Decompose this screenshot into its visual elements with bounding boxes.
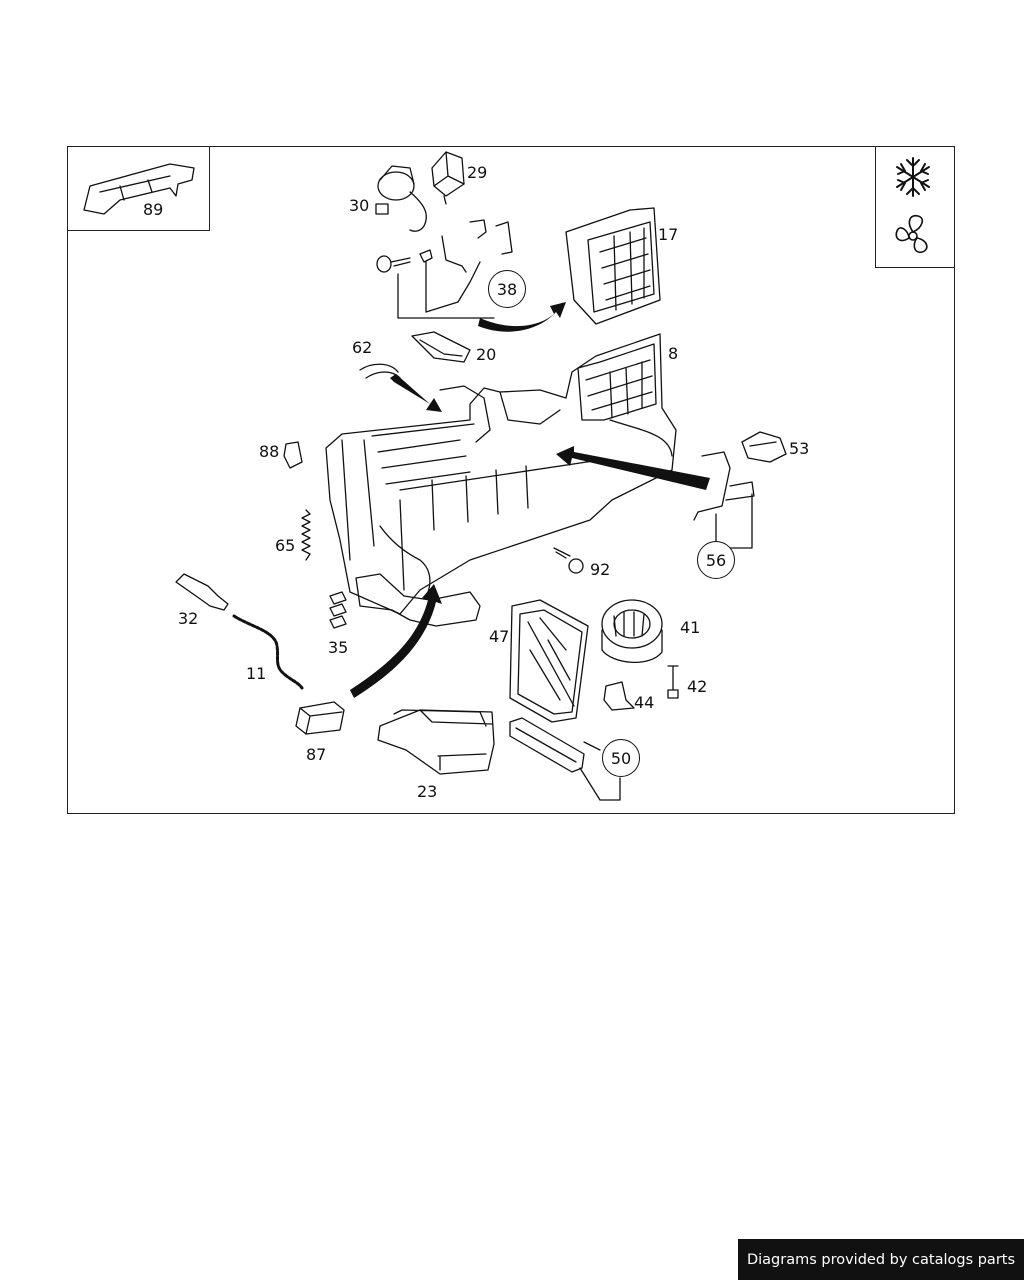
callout-88: 88 xyxy=(259,442,280,461)
callout-38: 38 xyxy=(488,270,526,308)
part-56-levers xyxy=(693,451,755,549)
footer-credit-badge: Diagrams provided by catalogs parts xyxy=(738,1239,1024,1280)
inset-box-89 xyxy=(67,146,210,231)
part-50-strip xyxy=(509,717,621,801)
callout-47: 47 xyxy=(489,627,510,646)
callout-17: 17 xyxy=(658,225,679,244)
part-35-clips xyxy=(329,591,347,629)
part-23-bracket xyxy=(377,709,495,775)
fan-icon xyxy=(895,214,928,254)
callout-62: 62 xyxy=(352,338,373,357)
callout-23: 23 xyxy=(417,782,438,801)
part-41-blower xyxy=(601,599,663,664)
callout-56: 56 xyxy=(697,541,735,579)
part-11-cable xyxy=(232,614,304,690)
part-88-clip xyxy=(283,441,303,469)
callout-30: 30 xyxy=(349,196,370,215)
part-53-cover xyxy=(741,431,787,463)
callout-35: 35 xyxy=(328,638,349,657)
callout-41: 41 xyxy=(680,618,701,637)
callout-92: 92 xyxy=(590,560,611,579)
part-29-actuator xyxy=(431,151,465,205)
part-32-sensor xyxy=(175,573,229,611)
callout-42: 42 xyxy=(687,677,708,696)
part-89-bracket xyxy=(83,163,195,215)
part-65-spring xyxy=(301,509,311,561)
callout-87: 87 xyxy=(306,745,327,764)
diagram-frame xyxy=(67,146,955,814)
callout-11: 11 xyxy=(246,664,267,683)
part-38-hardware xyxy=(376,219,513,319)
callout-53: 53 xyxy=(789,439,810,458)
part-30-motor xyxy=(375,165,427,232)
callout-89: 89 xyxy=(143,200,164,219)
part-87-module xyxy=(295,701,345,735)
callout-29: 29 xyxy=(467,163,488,182)
callout-50: 50 xyxy=(602,739,640,777)
callout-44: 44 xyxy=(634,693,655,712)
callout-32: 32 xyxy=(178,609,199,628)
part-17-housing xyxy=(565,207,661,325)
callout-20: 20 xyxy=(476,345,497,364)
part-20-panel xyxy=(411,331,471,363)
part-47-filter xyxy=(509,599,589,723)
part-42-bolt xyxy=(667,665,679,699)
snowflake-icon xyxy=(896,157,930,197)
callout-8: 8 xyxy=(668,344,679,363)
climate-icon-box xyxy=(875,146,955,268)
part-44-resistor xyxy=(603,681,635,711)
transfer-arrows xyxy=(350,302,710,698)
part-92-screw xyxy=(553,547,584,574)
part-8-main-housing xyxy=(325,333,677,627)
callout-65: 65 xyxy=(275,536,296,555)
